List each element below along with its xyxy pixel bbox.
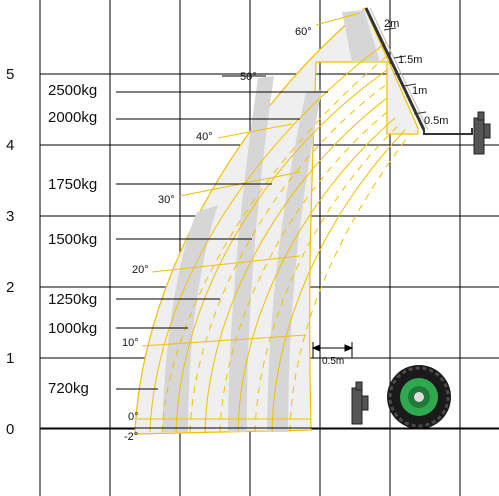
boom bbox=[364, 7, 473, 135]
offset-arrow-right bbox=[344, 344, 354, 352]
extension-label-2m: 2m bbox=[384, 18, 399, 30]
dashed-arcs bbox=[161, 55, 411, 433]
tyre-tread bbox=[388, 366, 450, 428]
angle-label-20: 20° bbox=[132, 264, 149, 276]
angle-label-0: 0° bbox=[128, 411, 139, 423]
ray-60 bbox=[315, 12, 361, 26]
fork-bolt-top bbox=[483, 123, 491, 139]
offset-label: 0.5m bbox=[322, 356, 344, 367]
load-label-1500kg: 1500kg bbox=[48, 231, 97, 248]
boom-tick-3 bbox=[403, 83, 417, 87]
envelope bbox=[134, 7, 419, 435]
dashed-arc-3 bbox=[219, 107, 393, 433]
boom-tick-4 bbox=[413, 111, 427, 115]
boom-head-bracket bbox=[423, 128, 473, 135]
load-label-1750kg: 1750kg bbox=[48, 176, 97, 193]
y-tick-5: 5 bbox=[6, 66, 14, 83]
angle-label-60: 60° bbox=[295, 26, 312, 38]
zone-band-3 bbox=[267, 90, 322, 432]
y-tick-2: 2 bbox=[6, 279, 14, 296]
load-label-1000kg: 1000kg bbox=[48, 320, 97, 337]
fork-carriage-top bbox=[473, 111, 491, 155]
load-labels: 2500kg 2000kg 1750kg 1500kg 1250kg 1000k… bbox=[48, 82, 97, 397]
extension-label-0-5m: 0.5m bbox=[424, 115, 448, 127]
fork-bolt-bottom bbox=[361, 395, 369, 411]
zone-band-2 bbox=[228, 76, 274, 432]
load-label-720kg: 720kg bbox=[48, 380, 89, 397]
arc-3 bbox=[204, 97, 388, 433]
load-label-1250kg: 1250kg bbox=[48, 291, 97, 308]
arc-2 bbox=[175, 69, 388, 433]
angle-label-10: 10° bbox=[122, 337, 139, 349]
y-tick-1: 1 bbox=[6, 350, 14, 367]
dashed-arc-4 bbox=[254, 123, 401, 433]
y-tick-4: 4 bbox=[6, 137, 14, 154]
dashed-arc-5 bbox=[289, 133, 411, 433]
y-tick-0: 0 bbox=[6, 421, 14, 438]
fork-clamp-top bbox=[477, 111, 485, 121]
arc-1 bbox=[149, 41, 388, 433]
fork-plate-top bbox=[473, 117, 485, 155]
zone-band-1 bbox=[162, 205, 218, 432]
fork-carriage-bottom bbox=[351, 381, 369, 425]
boom-tick-2 bbox=[393, 55, 407, 59]
dashed-arc-2 bbox=[189, 83, 388, 433]
boom-tick-1 bbox=[383, 27, 397, 31]
offset-arrow-left bbox=[311, 344, 321, 352]
axis-labels: 0 1 2 3 4 5 bbox=[6, 66, 14, 438]
offset-dimension bbox=[311, 342, 354, 358]
ray-20 bbox=[151, 255, 301, 273]
angle-label-50: 50° bbox=[240, 71, 257, 83]
ray-10 bbox=[141, 334, 307, 347]
fork-clamp-bottom bbox=[355, 381, 363, 391]
zone-band-4 bbox=[342, 10, 380, 62]
reach-envelope bbox=[134, 7, 419, 435]
load-leaders bbox=[116, 75, 328, 390]
boom-arm-inner bbox=[369, 7, 429, 131]
arc-5 bbox=[271, 129, 406, 433]
arcs bbox=[149, 41, 406, 433]
extension-labels: 2m 1.5m 1m 0.5m bbox=[384, 18, 448, 127]
dashed-arc-1 bbox=[161, 55, 388, 433]
angle-label-40: 40° bbox=[196, 131, 213, 143]
boom-arm bbox=[364, 7, 426, 131]
arc-4 bbox=[237, 117, 396, 433]
angle-label-30: 30° bbox=[158, 194, 175, 206]
y-tick-3: 3 bbox=[6, 208, 14, 225]
extension-label-1m: 1m bbox=[412, 85, 427, 97]
angle-labels: 60° 50° 40° 30° 20° 10° 0° -2° bbox=[122, 26, 312, 443]
load-zones bbox=[162, 10, 380, 432]
wheel bbox=[387, 365, 451, 429]
extension-label-1-5m: 1.5m bbox=[398, 54, 422, 66]
fork-plate-bottom bbox=[351, 387, 363, 425]
load-label-2000kg: 2000kg bbox=[48, 109, 97, 126]
angle-label-minus2: -2° bbox=[124, 431, 138, 443]
load-label-2500kg: 2500kg bbox=[48, 82, 97, 99]
hub-cap bbox=[414, 392, 424, 402]
ray-40 bbox=[217, 123, 293, 139]
